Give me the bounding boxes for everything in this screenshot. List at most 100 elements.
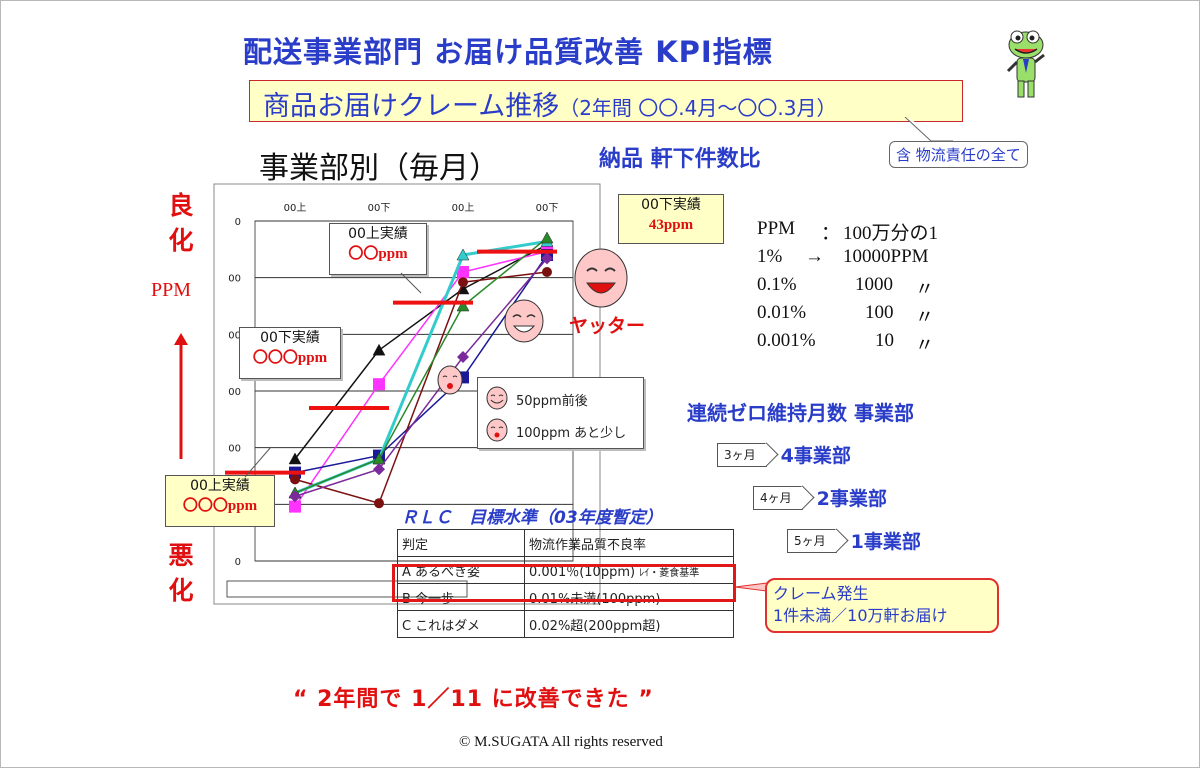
note-callout: 含 物流責任の全て	[889, 141, 1028, 168]
ppm-row-ditto: 〃	[915, 307, 935, 328]
rlc-rate-value: 0.001％(10ppm)	[529, 564, 636, 580]
data-point-circle	[458, 277, 468, 288]
slide-title: 配送事業部門 お届け品質改善 KPI指標	[243, 35, 773, 69]
data-point-square	[289, 500, 301, 513]
data-point-circle	[290, 474, 300, 485]
callout-00-down-result-2: 00下実績 43ppm	[618, 194, 724, 244]
data-point-circle	[542, 267, 552, 277]
data-point-triangle	[456, 299, 470, 312]
month-division-count: 4事業部	[780, 445, 851, 467]
bad-char-1: 悪	[168, 541, 194, 570]
rlc-title: ＲＬＣ 目標水準（03年度暫定）	[401, 508, 663, 528]
callout-c3-label: 00上実績	[348, 226, 408, 242]
subtitle-period: （2年間 〇〇.4月〜〇〇.3月）	[559, 96, 837, 120]
bad-char-2: 化	[168, 576, 194, 605]
data-point-diamond	[541, 252, 553, 265]
ppm-row-sep: →	[805, 246, 824, 267]
rlc-header-rank: 判定	[397, 529, 525, 557]
improvement-quote: “ 2年間で 1／11 に改善できた ”	[293, 687, 654, 712]
good-char-2: 化	[168, 226, 194, 255]
y-tick-label: 00	[228, 444, 241, 455]
callout-c2-value: 〇〇〇ppm	[252, 350, 328, 366]
y-tick-label: 0	[235, 557, 241, 568]
x-tick-label: 00上	[284, 202, 307, 214]
table-header-row: 判定 物流作業品質不良率	[397, 529, 734, 557]
month-division-count: 1事業部	[850, 531, 921, 553]
ppm-row-unit: 0.001%	[757, 330, 816, 351]
data-point-triangle	[540, 231, 554, 244]
ppm-row-unit: 0.1%	[757, 274, 797, 295]
x-tick-label: 00下	[536, 203, 559, 214]
claim-line2: 1件未満／10万軒お届け	[773, 606, 948, 625]
callout-c4-value: 43ppm	[648, 217, 694, 233]
series-line	[294, 244, 548, 460]
zero-months-title: 連続ゼロ維持月数 事業部	[687, 401, 914, 425]
y-tick-label: 0	[235, 217, 241, 228]
face-legend-row2: 100ppm あと少し	[516, 426, 627, 441]
data-point-diamond	[457, 351, 469, 363]
rlc-cell-rate: 0.001％(10ppm) ﾚｲ・菱食基準	[524, 556, 734, 584]
frog-mascot-icon	[1006, 30, 1045, 98]
copyright: © M.SUGATA All rights reserved	[459, 734, 663, 750]
data-point-triangle	[288, 452, 302, 465]
bad-label: 悪 化	[166, 538, 196, 608]
rlc-standard-table: 判定 物流作業品質不良率 A あるべき姿 0.001％(10ppm) ﾚｲ・菱食…	[397, 529, 734, 638]
worried-legend-icon	[486, 418, 508, 442]
data-point-square	[373, 378, 385, 391]
claim-callout: クレーム発生 1件未満／10万軒お届け	[765, 578, 999, 633]
smile-legend-icon	[486, 386, 508, 410]
ppm-axis-label: PPM	[151, 279, 192, 301]
ppm-row-sep: ：	[821, 223, 841, 244]
smiling-face-icon	[504, 299, 544, 343]
ppm-row-value: 100万分の1	[843, 223, 939, 244]
callout-c3-value: 〇〇ppm	[348, 246, 408, 262]
yatta-label: ヤッター	[569, 315, 646, 337]
data-point-triangle	[456, 248, 470, 261]
table-row: C これはダメ 0.02%超(200ppm超)	[397, 610, 734, 638]
subtitle-box	[249, 80, 963, 122]
callout-c1-value: 〇〇〇ppm	[182, 498, 258, 514]
zero-months-row: 4ヶ月 2事業部	[753, 484, 887, 511]
zero-months-row: 3ヶ月 4事業部	[717, 441, 851, 468]
callout-c2-label: 00下実績	[260, 330, 320, 346]
zero-months-row: 5ヶ月 1事業部	[787, 527, 921, 554]
ppm-row-unit: 0.01%	[757, 302, 807, 323]
worried-face-icon	[437, 365, 463, 395]
x-tick-label: 00下	[368, 203, 391, 214]
up-arrow-icon	[174, 333, 188, 459]
section-title: 事業部別（毎月）	[259, 151, 499, 186]
series-line	[294, 271, 548, 505]
callout-00-down-result: 00下実績 〇〇〇ppm	[239, 327, 341, 379]
data-point-square	[457, 266, 469, 278]
month-tag: 4ヶ月	[753, 485, 803, 510]
ppm-row-value: 10	[875, 330, 894, 351]
callout-c1-label: 00上実績	[190, 478, 250, 494]
series-line	[294, 237, 548, 494]
ppm-row-value: 10000PPM	[843, 246, 929, 267]
callout-00-up-result-2: 00上実績 〇〇ppm	[329, 223, 427, 275]
callout-c1-pointer	[244, 446, 272, 478]
big-laughing-face-icon	[574, 248, 628, 308]
data-point-diamond	[373, 463, 385, 476]
month-tag: 3ヶ月	[717, 442, 767, 467]
good-char-1: 良	[168, 191, 194, 220]
callout-c4-label: 00下実績	[641, 197, 701, 213]
rlc-highlight-box	[392, 564, 736, 602]
x-tick-label: 00上	[452, 202, 475, 214]
data-point-circle	[374, 498, 384, 509]
data-point-triangle	[372, 343, 386, 356]
rlc-header-rate: 物流作業品質不良率	[524, 529, 734, 557]
good-label: 良 化	[166, 188, 196, 258]
face-legend-row1: 50ppm前後	[516, 394, 588, 409]
y-tick-label: 00	[228, 330, 241, 341]
nouhin-label: 納品 軒下件数比	[599, 147, 761, 172]
month-tag: 5ヶ月	[787, 528, 837, 553]
y-tick-label: 00	[228, 274, 241, 285]
series-line	[294, 257, 548, 498]
month-division-count: 2事業部	[816, 488, 887, 510]
series-line	[294, 250, 548, 508]
claim-pointer	[735, 582, 768, 592]
callout-c3-pointer	[400, 272, 422, 294]
subtitle: 商品お届けクレーム推移（2年間 〇〇.4月〜〇〇.3月）	[263, 84, 836, 123]
